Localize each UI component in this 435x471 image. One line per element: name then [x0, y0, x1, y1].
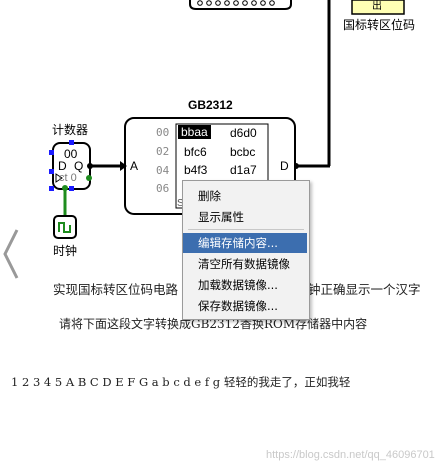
article-line-2: 请将下面这段文字转换成GB2312香换ROM存储器中内容	[59, 317, 368, 331]
top-component-edge	[189, 0, 292, 10]
rom-cell[interactable]: bfc6	[184, 145, 207, 159]
output-chip	[351, 0, 405, 15]
counter-value: 00	[64, 147, 78, 161]
rom-title: GB2312	[188, 98, 233, 112]
rom-pin-s: S	[177, 198, 184, 209]
output-chip-tag: 出	[372, 1, 382, 12]
article-line-3: 1 2 3 4 5 A B C D E F G a b c d e f g 轻轻…	[11, 375, 351, 389]
rom-address: 04	[156, 164, 170, 177]
rom-cell-selected[interactable]: bbaa	[178, 125, 211, 139]
watermark: https://blog.csdn.net/qq_46096701	[266, 449, 435, 461]
rom-address: 02	[156, 145, 170, 158]
rom-cell[interactable]: d6d0	[230, 126, 257, 140]
article-line-1: 实现国标转区位码电路	[53, 282, 179, 297]
context-menu: 删除 显示属性 编辑存储内容... 清空所有数据镜像 加载数据镜像... 保存数…	[182, 180, 310, 320]
rom-address: 00	[156, 126, 170, 139]
menu-item-show-attributes[interactable]: 显示属性	[198, 210, 244, 224]
counter-label: 计数器	[52, 123, 89, 137]
menu-item-delete[interactable]: 删除	[198, 189, 221, 203]
menu-item-clear-contents[interactable]: 清空所有数据镜像	[198, 257, 290, 271]
clock-label: 时钟	[53, 244, 78, 258]
rom-address: 06	[156, 182, 170, 195]
menu-item-edit-contents[interactable]: 编辑存储内容...	[183, 233, 307, 253]
counter-ct: ct 0	[59, 172, 77, 184]
counter-pins	[49, 140, 74, 191]
rom-cell[interactable]: d1a7	[230, 163, 257, 177]
output-label: 国标转区位码	[343, 18, 416, 32]
rom-cell[interactable]: bcbc	[230, 145, 256, 159]
menu-item-save-image[interactable]: 保存数据镜像...	[198, 299, 278, 313]
menu-separator	[188, 229, 304, 230]
rom-cell[interactable]: b4f3	[184, 163, 208, 177]
menu-item-load-image[interactable]: 加载数据镜像...	[198, 278, 278, 292]
article-line-1-tail: 钟正确显示一个汉字	[308, 282, 421, 297]
rom-pin-a: A	[130, 159, 139, 173]
counter-d: D	[58, 159, 67, 173]
chevron-left-icon[interactable]	[2, 228, 20, 280]
top-component-pins	[197, 0, 275, 6]
counter-q: Q	[74, 159, 84, 173]
rom-pin-d: D	[280, 159, 289, 173]
